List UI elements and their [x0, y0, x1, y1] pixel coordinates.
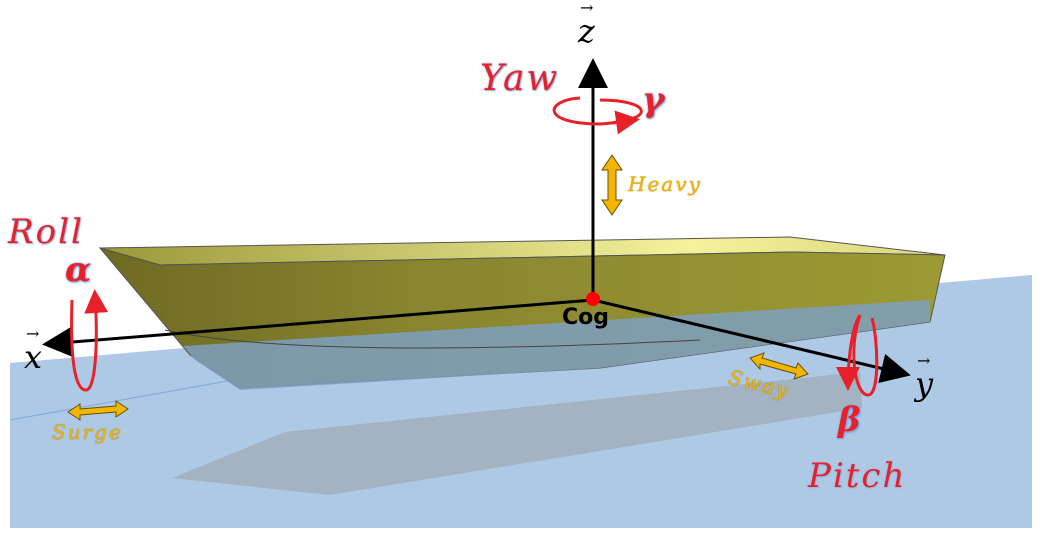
vector-arrow-icon: →: [917, 351, 931, 370]
alpha-label: α: [65, 250, 92, 290]
x-axis: [42, 298, 594, 358]
roll-label: Roll: [8, 212, 84, 252]
x-axis-label: →x: [24, 324, 43, 376]
z-axis-label: →z: [578, 0, 595, 50]
cog-point: [586, 292, 600, 306]
sway-translation-arrow: [749, 352, 809, 380]
beta-label: β: [838, 400, 861, 440]
surge-label: Surge: [52, 420, 123, 444]
yaw-rotation-arrow: [552, 96, 643, 126]
surge-translation-arrow: [67, 400, 129, 421]
hull-shadow: [172, 372, 862, 495]
y-letter: y: [915, 365, 934, 403]
x-letter: x: [24, 338, 43, 376]
vector-arrow-icon: →: [580, 0, 594, 17]
pitch-label: Pitch: [808, 456, 907, 496]
hull-chine-line: [164, 329, 701, 349]
cog-label: Cog: [562, 305, 610, 330]
vector-arrow-icon: →: [26, 324, 40, 343]
heavy-label: Heavy: [628, 172, 702, 196]
yaw-label: Yaw: [480, 58, 560, 99]
z-letter: z: [578, 12, 595, 50]
pitch-rotation-arrow: [836, 314, 879, 397]
heavy-translation-arrow: [601, 154, 623, 216]
hull-underwater: [183, 300, 930, 390]
roll-rotation-arrow: [70, 289, 109, 392]
y-axis-label: →y: [915, 351, 934, 403]
gamma-label: γ: [642, 80, 665, 120]
